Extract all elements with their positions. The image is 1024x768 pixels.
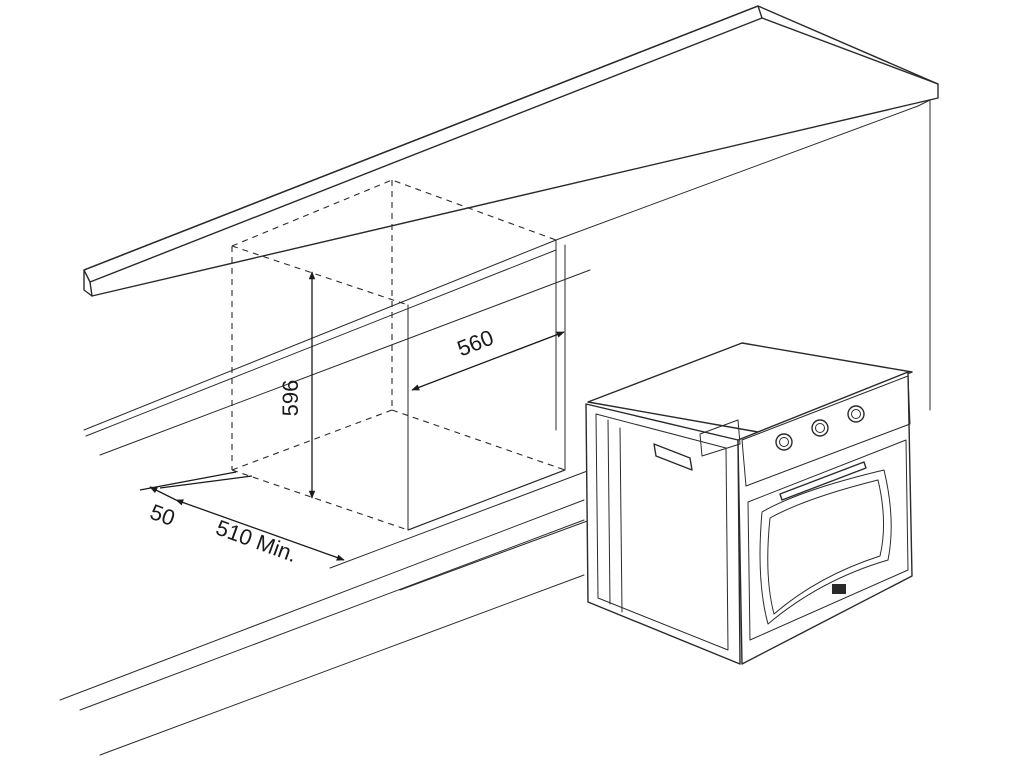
side-handle-slot [653, 443, 693, 471]
dimension-height: 596 [278, 271, 316, 499]
brand-badge [832, 584, 846, 594]
niche-opening [407, 244, 566, 531]
dimension-width: 560 [411, 325, 565, 391]
control-knob-left [775, 433, 793, 451]
door-handle [779, 461, 867, 501]
label-50: 50 [147, 499, 179, 531]
countertop [83, 5, 939, 297]
label-560: 560 [454, 325, 497, 361]
control-knob-middle [811, 419, 829, 437]
oven [585, 342, 913, 665]
cabinet-body [59, 99, 931, 756]
label-596: 596 [278, 380, 303, 417]
label-510-min: 510 Min. [213, 515, 301, 567]
dimension-depth: 50 510 Min. [139, 471, 345, 567]
oven-window [759, 469, 892, 625]
control-knob-right [847, 405, 865, 423]
